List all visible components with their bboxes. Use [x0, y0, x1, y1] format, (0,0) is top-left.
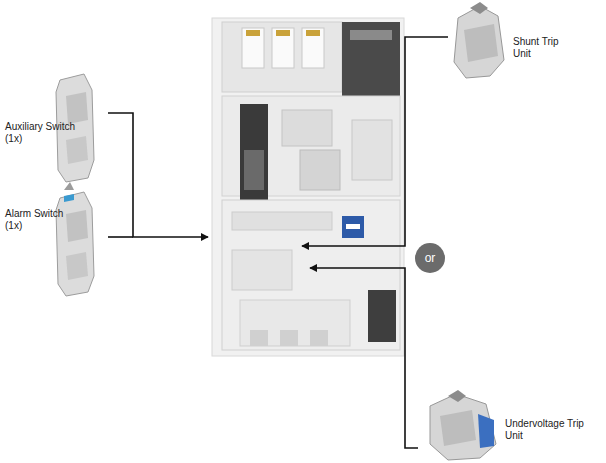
bottom-slot — [310, 330, 328, 346]
bottom-slot — [250, 330, 268, 346]
switch-detail — [66, 252, 88, 280]
handle-detail — [244, 150, 264, 190]
terminal-screw — [306, 30, 320, 36]
switch-clip — [64, 182, 74, 190]
part-label: Undervoltage Trip Unit — [505, 418, 601, 442]
dark-terminal — [368, 290, 396, 342]
trip-unit-top — [470, 2, 488, 14]
switch-marker — [64, 194, 74, 202]
switch-detail — [66, 136, 88, 164]
terminal-screw — [276, 30, 290, 36]
bottom-slot — [280, 330, 298, 346]
alarm-switch-icon — [56, 192, 94, 296]
undervoltage-arrow — [310, 268, 418, 448]
logo-badge — [342, 216, 364, 238]
bottom-terminals — [240, 300, 350, 346]
trip-unit-detail — [440, 410, 476, 446]
undervoltage-trip-icon — [430, 390, 496, 460]
switch-detail — [66, 210, 88, 242]
handle — [240, 104, 268, 204]
terminal-slot — [242, 28, 264, 68]
accessory-slot — [282, 110, 332, 146]
logo-mark — [346, 224, 360, 229]
trip-unit-body — [430, 394, 496, 460]
switch-body — [56, 192, 94, 296]
shunt-arrow — [302, 37, 448, 246]
trip-unit-blue-side — [478, 414, 494, 448]
trip-unit-detail — [464, 24, 498, 62]
terminal-block — [222, 22, 342, 92]
node-text: or — [425, 251, 436, 265]
breaker-lower — [222, 200, 400, 350]
dark-block — [342, 22, 400, 102]
trip-unit-top — [448, 390, 466, 402]
auxiliary-arrow — [108, 113, 208, 237]
terminal-slot — [272, 28, 294, 68]
switch-detail — [66, 92, 88, 124]
dark-block-detail — [350, 30, 392, 40]
shunt-trip-icon — [454, 2, 504, 78]
front-ridge — [232, 212, 332, 230]
trip-unit-body — [454, 6, 504, 78]
or-circle: or — [415, 243, 445, 273]
alarm-leader — [108, 236, 133, 238]
side-panel — [352, 120, 392, 180]
front-panel — [232, 250, 292, 290]
part-label: Alarm Switch (1x) — [5, 208, 71, 232]
terminal-screw — [246, 30, 260, 36]
accessory-slot — [300, 150, 340, 190]
part-label: Shunt Trip Unit — [513, 36, 559, 60]
circuit-breaker — [212, 18, 404, 356]
breaker-body — [212, 18, 404, 356]
leader-lines — [108, 37, 448, 448]
part-label: Auxiliary Switch (1x) — [5, 121, 87, 145]
terminal-slot — [302, 28, 324, 68]
